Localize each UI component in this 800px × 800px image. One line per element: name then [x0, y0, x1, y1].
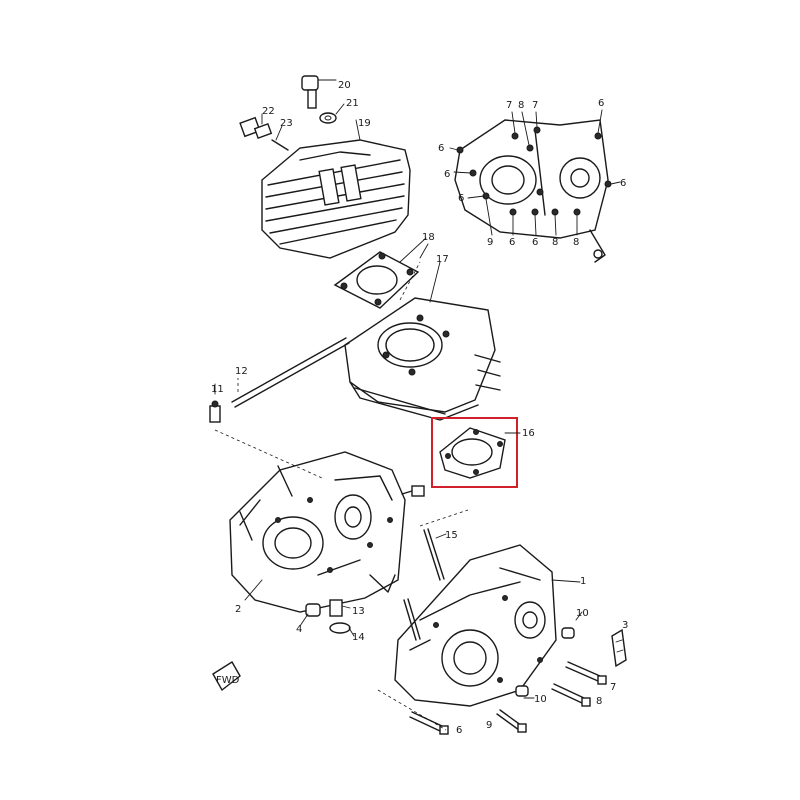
callout-11: 11 [211, 384, 224, 395]
callout-7-lower: 7 [610, 682, 616, 693]
base-gasket [439, 427, 506, 479]
inset-callout-7b: 7 [532, 100, 538, 111]
fwd-text: FWD [216, 675, 240, 686]
inset-callout-6-c: 6 [458, 193, 464, 204]
case-through-bolt [403, 598, 421, 641]
cylinder-head [261, 139, 411, 259]
callout-20: 20 [338, 80, 351, 91]
head-bolt [301, 75, 337, 109]
callout-16: 16 [522, 428, 535, 439]
inset-callout-8: 8 [518, 100, 524, 111]
drain-washer [329, 622, 355, 637]
lower-bolts [377, 661, 607, 735]
crankcase-stud [419, 509, 469, 581]
bracket [611, 628, 627, 668]
callout-8-lower: 8 [596, 696, 602, 707]
dowel-10 [515, 627, 575, 697]
callout-3: 3 [622, 620, 628, 631]
inset-callout-8-b: 8 [552, 237, 558, 248]
inset-callout-6-e: 6 [532, 237, 538, 248]
inset-callout-6-right: 6 [620, 178, 626, 189]
callout-15: 15 [445, 530, 458, 541]
left-crankcase [214, 429, 406, 613]
spark-plug [239, 113, 289, 151]
inset-callout-7a: 7 [506, 100, 512, 111]
inset-callout-6-b: 6 [444, 169, 450, 180]
drain-plug [329, 599, 351, 617]
leader-lines [244, 119, 583, 699]
inset-callout-6-top: 6 [598, 98, 604, 109]
fwd-arrow-marker: FWD [212, 661, 241, 692]
callout-10b: 10 [534, 694, 547, 705]
callout-4: 4 [296, 624, 302, 635]
callouts: 20 21 19 22 23 18 17 16 11 12 15 1 2 4 1… [211, 80, 628, 736]
cylinder-stud [231, 337, 350, 408]
callout-14: 14 [352, 632, 365, 643]
inset-callout-6-d: 6 [509, 237, 515, 248]
case-bolt [401, 485, 425, 497]
callout-12: 12 [235, 366, 248, 377]
inset-callout-8-c: 8 [573, 237, 579, 248]
callout-9-lower: 9 [486, 720, 492, 731]
callout-21: 21 [346, 98, 359, 109]
cylinder [344, 261, 501, 421]
callout-22: 22 [262, 106, 275, 117]
inset-callout-9: 9 [487, 237, 493, 248]
callout-13: 13 [352, 606, 365, 617]
callout-1: 1 [580, 576, 586, 587]
callout-6-lower: 6 [456, 725, 462, 736]
callout-19: 19 [358, 118, 371, 129]
callout-18: 18 [422, 232, 435, 243]
callout-23: 23 [280, 118, 293, 129]
callout-17: 17 [436, 254, 449, 265]
head-gasket [333, 237, 427, 309]
callout-10a: 10 [576, 608, 589, 619]
stud-nut [209, 383, 221, 423]
inset-callout-6-a: 6 [438, 143, 444, 154]
highlight-box [431, 417, 518, 488]
callout-2: 2 [235, 604, 241, 615]
dowel-pin [299, 603, 321, 627]
washer [319, 103, 345, 124]
right-crankcase [394, 544, 581, 707]
inset-crankcase [449, 109, 621, 263]
